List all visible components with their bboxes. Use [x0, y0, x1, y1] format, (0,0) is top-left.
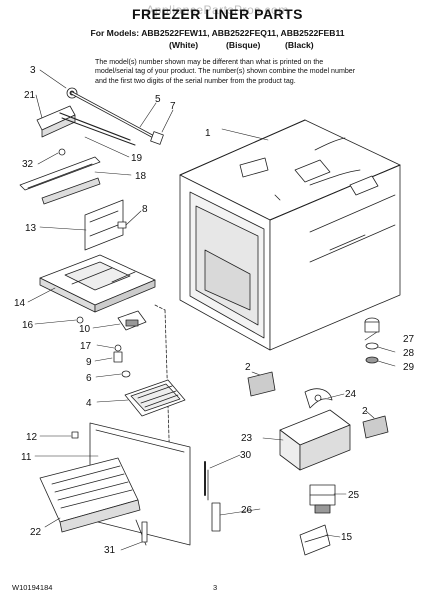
callout-2a: 2 — [245, 362, 251, 373]
callout-12: 12 — [26, 432, 38, 443]
callout-18: 18 — [135, 171, 147, 182]
callout-31: 31 — [104, 545, 116, 556]
callout-30: 30 — [240, 450, 252, 461]
panel-assembly — [39, 422, 191, 546]
doc-number: W10194184 — [12, 583, 53, 592]
page-title: FREEZER LINER PARTS — [131, 6, 304, 22]
rail-assembly — [19, 105, 136, 205]
callout-23: 23 — [241, 433, 253, 444]
freezer-liner-part — [179, 119, 401, 351]
callout-6: 6 — [86, 373, 92, 384]
fan-assembly — [279, 388, 351, 556]
callout-14: 14 — [14, 298, 26, 309]
callout-3: 3 — [30, 65, 36, 76]
callout-21: 21 — [24, 90, 36, 101]
color-black: (Black) — [285, 40, 314, 50]
callout-16: 16 — [22, 320, 34, 331]
page-number: 3 — [213, 583, 218, 592]
callout-13: 13 — [25, 223, 37, 234]
callout-1: 1 — [205, 128, 211, 139]
callout-28: 28 — [403, 348, 415, 359]
tray-part — [39, 254, 156, 313]
grille-part — [124, 379, 186, 417]
watermark: AppliancePartsPros.com — [146, 3, 289, 17]
leader-lines — [27, 69, 396, 551]
callout-9: 9 — [86, 357, 92, 368]
callout-11: 11 — [21, 452, 32, 463]
callout-26: 26 — [241, 505, 253, 516]
rod-parts — [204, 461, 221, 532]
callout-25: 25 — [348, 490, 360, 501]
callout-22: 22 — [30, 527, 42, 538]
color-bisque: (Bisque) — [226, 40, 261, 50]
model-note: The model(s) number shown may be differe… — [95, 58, 356, 85]
callout-29: 29 — [403, 362, 415, 373]
callout-19: 19 — [131, 153, 143, 164]
color-white: (White) — [169, 40, 199, 50]
rod-assembly — [66, 87, 164, 145]
callout-10: 10 — [79, 324, 91, 335]
callout-32: 32 — [22, 159, 34, 170]
plug-stack — [364, 317, 380, 364]
callout-7: 7 — [170, 101, 176, 112]
callout-2b: 2 — [362, 406, 368, 417]
model-numbers: For Models: ABB2522FEW11, ABB2522FEQ11, … — [90, 28, 345, 38]
callout-17: 17 — [80, 341, 92, 352]
callout-24: 24 — [345, 389, 357, 400]
callout-4: 4 — [86, 398, 92, 409]
callout-15: 15 — [341, 532, 353, 543]
callout-labels: 1 2 2 3 4 5 6 7 8 9 10 11 12 13 14 15 16… — [14, 65, 415, 556]
callout-27: 27 — [403, 334, 415, 345]
callout-5: 5 — [155, 94, 161, 105]
bracket-assembly — [84, 199, 127, 251]
insulation-pads — [247, 371, 389, 439]
callout-8: 8 — [142, 204, 148, 215]
